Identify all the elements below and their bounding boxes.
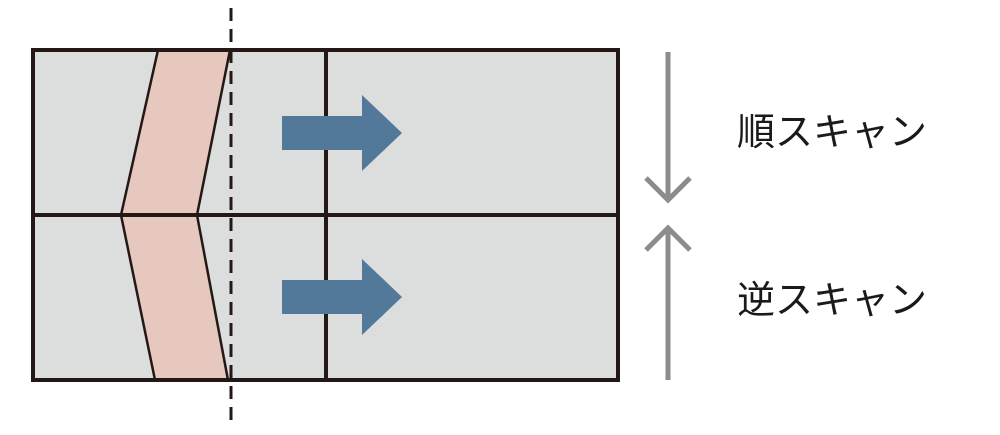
forward-scan-label: 順スキャン bbox=[737, 110, 927, 154]
down-scan-arrow-icon bbox=[644, 52, 692, 204]
up-scan-arrow-icon bbox=[644, 224, 692, 380]
upper-direction-arrow-icon bbox=[282, 95, 402, 171]
lower-direction-arrow-icon bbox=[282, 259, 402, 335]
reverse-scan-label: 逆スキャン bbox=[737, 278, 927, 322]
